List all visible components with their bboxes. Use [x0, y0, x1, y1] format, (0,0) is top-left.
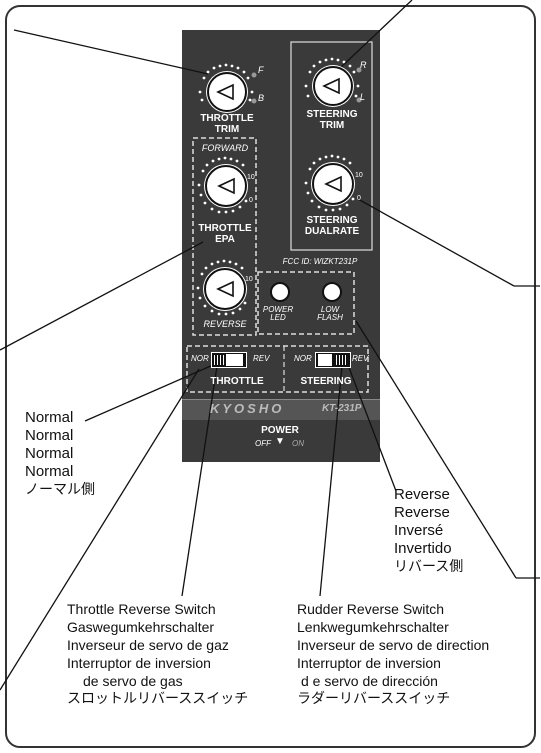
pointer-icon [216, 280, 234, 298]
callout-normal: Normal Normal Normal Normal ノーマル側 [25, 409, 95, 498]
steering-dualrate-label: STEERING DUALRATE [304, 215, 360, 237]
low-flash-label: LOW FLASH [317, 305, 343, 323]
power-on: ON [292, 439, 304, 448]
throttle-switch-rev: REV [253, 354, 270, 363]
power-arrow-icon: ▼ [275, 436, 285, 447]
dualrate-scale-min: 0 [357, 195, 361, 202]
throttle-epa-label: THROTTLE EPA [198, 223, 252, 245]
throttle-reverse-switch[interactable] [211, 352, 247, 368]
dualrate-scale-max: 10 [355, 172, 363, 179]
steering-dualrate-knob[interactable] [312, 163, 354, 205]
callout-reverse: Reverse Reverse Inversé Invertido リバース側 [394, 486, 464, 575]
reverse-scale-max: 10 [245, 276, 253, 283]
power-led-label: POWER LED [262, 305, 294, 323]
throttle-switch-nor: NOR [191, 354, 209, 363]
pointer-icon [324, 175, 342, 193]
switch-slider [226, 354, 243, 366]
reverse-label: REVERSE [203, 319, 247, 329]
throttle-trim-knob[interactable] [207, 72, 247, 112]
switch-slider [318, 354, 332, 366]
throttle-trim-mark-f: F [258, 65, 264, 75]
steering-trim-knob[interactable] [313, 66, 353, 106]
model-number: KT-231P [322, 403, 362, 414]
pointer-icon [217, 177, 235, 195]
power-off: OFF [255, 439, 271, 448]
power-led [270, 282, 290, 302]
pointer-icon [216, 83, 234, 101]
throttle-epa-knob[interactable] [205, 165, 247, 207]
forward-label: FORWARD [201, 143, 249, 153]
steering-trim-mark-l: L [360, 92, 366, 102]
leader-lines [0, 0, 540, 691]
steering-trim-mark-r: R [360, 60, 367, 70]
pointer-icon [322, 77, 340, 95]
low-flash-led [322, 282, 342, 302]
switch-grip [214, 355, 224, 365]
epa-scale-max: 10 [247, 174, 255, 181]
epa-scale-min: 0 [249, 197, 253, 204]
throttle-trim-label: THROTTLE TRIM [200, 113, 254, 135]
dial-ticks [196, 57, 360, 316]
switch-grip [336, 355, 346, 365]
brand-logo: KYOSHO [210, 401, 285, 416]
steering-reverse-switch[interactable] [315, 352, 351, 368]
throttle-trim-mark-b: B [258, 93, 265, 103]
steering-switch-label: STEERING [300, 376, 352, 387]
callout-rudder-reverse-switch: Rudder Reverse Switch Lenkwegumkehrschal… [297, 601, 490, 707]
power-label: POWER [261, 425, 299, 436]
callout-throttle-reverse-switch: Throttle Reverse Switch Gaswegumkehrscha… [67, 601, 249, 707]
throttle-reverse-epa-knob[interactable] [204, 268, 246, 310]
steering-trim-label: STEERING TRIM [306, 109, 358, 131]
steering-switch-nor: NOR [294, 354, 312, 363]
steering-switch-rev: REV [352, 354, 369, 363]
fcc-id: FCC ID: WIZKT231P [282, 257, 358, 266]
throttle-switch-label: THROTTLE [210, 376, 264, 387]
